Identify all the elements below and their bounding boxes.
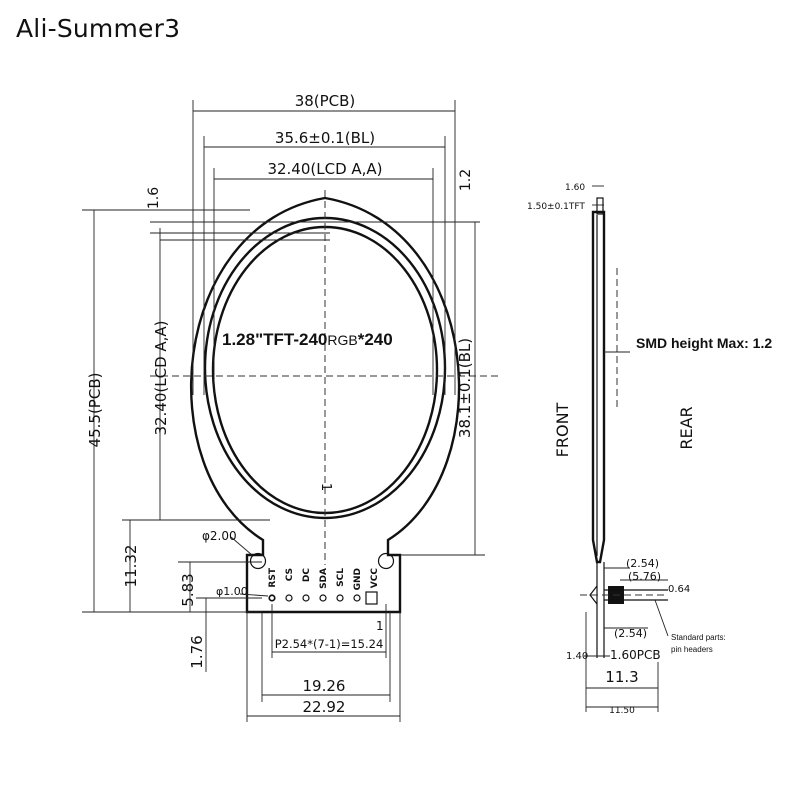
- std-parts-line-1: Standard parts:: [671, 633, 726, 642]
- pin-hole-scl: [336, 594, 344, 602]
- side-outline: [591, 210, 606, 564]
- side-dim-064: 0.64: [668, 584, 690, 595]
- front-label: FRONT: [553, 402, 572, 457]
- pin-label-rst: RST: [268, 567, 278, 587]
- dim-inner-width: 19.26: [303, 677, 346, 695]
- mounting-hole-right: [377, 552, 395, 570]
- mounting-hole-left: [249, 552, 267, 570]
- dim-lcd-width: 32.40(LCD A,A): [267, 160, 382, 178]
- display-label: 1.28"TFT-240RGB*240: [222, 330, 393, 349]
- std-parts-leader: [654, 599, 669, 637]
- hole-small-label: φ1.00: [216, 585, 248, 598]
- leader-hole-small: [239, 593, 269, 597]
- side-dim-113: 11.3: [605, 668, 638, 686]
- pin1-marker-right: 1: [376, 619, 384, 633]
- pin1-marker: 1: [318, 483, 333, 491]
- pin-hole-gnd: [353, 594, 361, 602]
- pin-pitch-label: P2.54*(7-1)=15.24: [275, 637, 384, 651]
- side-dim-254-a: (2.54): [626, 557, 659, 570]
- side-dim-1150: 11.50: [609, 706, 635, 716]
- pin-label-dc: DC: [302, 568, 312, 582]
- dim-lcd-height: 32.40(LCD A,A): [152, 320, 170, 435]
- pin-vcc-square: [365, 591, 378, 605]
- display-label-tail: *240: [358, 330, 393, 349]
- dim-pcb-width: 38(PCB): [295, 92, 356, 110]
- front-view: 38(PCB) 35.6±0.1(BL) 32.40(LCD A,A) 1.6 …: [82, 92, 500, 722]
- pin-label-vcc: VCC: [370, 568, 380, 589]
- pin-hole-cs: [285, 594, 293, 602]
- dim-tab-height: 11.32: [122, 545, 140, 588]
- side-dim-top-2: 1.50±0.1TFT: [527, 202, 585, 212]
- side-view: 1.60 1.50±0.1TFT SMD height Max: 1.2 FRO…: [527, 183, 772, 716]
- side-dim-140: 1.40: [566, 651, 588, 662]
- hole-large-label: φ2.00: [202, 529, 237, 543]
- dim-pin-row: 5.83: [179, 573, 197, 606]
- pin-label-cs: CS: [285, 568, 295, 581]
- pin-hole-dc: [302, 594, 310, 602]
- display-label-main: 1.28"TFT-240: [222, 330, 327, 349]
- pin-label-gnd: GND: [353, 568, 363, 590]
- pin-hole-sda: [319, 594, 327, 602]
- dim-top-right: 1.2: [458, 169, 474, 191]
- smd-note: SMD height Max: 1.2: [636, 335, 772, 351]
- side-dim-254-b: (2.54): [614, 627, 647, 640]
- pin-tip: [589, 585, 598, 605]
- watermark-text: Ali-Summer3: [16, 14, 181, 43]
- std-parts-line-2: pin headers: [671, 645, 713, 654]
- dim-bl-width: 35.6±0.1(BL): [275, 129, 375, 147]
- side-dim-pcb: 1.60PCB: [610, 648, 661, 662]
- pin-header: RST CS DC SDA SCL GND VCC: [268, 567, 380, 602]
- dim-outer-width: 22.92: [303, 698, 346, 716]
- rear-label: REAR: [677, 406, 696, 449]
- pin-label-scl: SCL: [336, 568, 346, 587]
- side-dim-top-1: 1.60: [565, 183, 585, 193]
- dim-pcb-height: 45.5(PCB): [86, 373, 104, 448]
- pin-label-sda: SDA: [319, 568, 329, 589]
- leader-hole-large: [230, 536, 253, 556]
- side-dim-576: (5.76): [628, 570, 661, 583]
- side-tft-top: [596, 197, 604, 215]
- dim-top-left: 1.6: [146, 187, 162, 209]
- dim-bottom-pin: 1.76: [188, 635, 206, 668]
- pin-hole-rst: [268, 594, 276, 602]
- dim-bl-height: 38.1±0.1(BL): [456, 338, 474, 438]
- pcb-outline: [189, 196, 461, 614]
- display-label-rgb: RGB: [327, 332, 357, 348]
